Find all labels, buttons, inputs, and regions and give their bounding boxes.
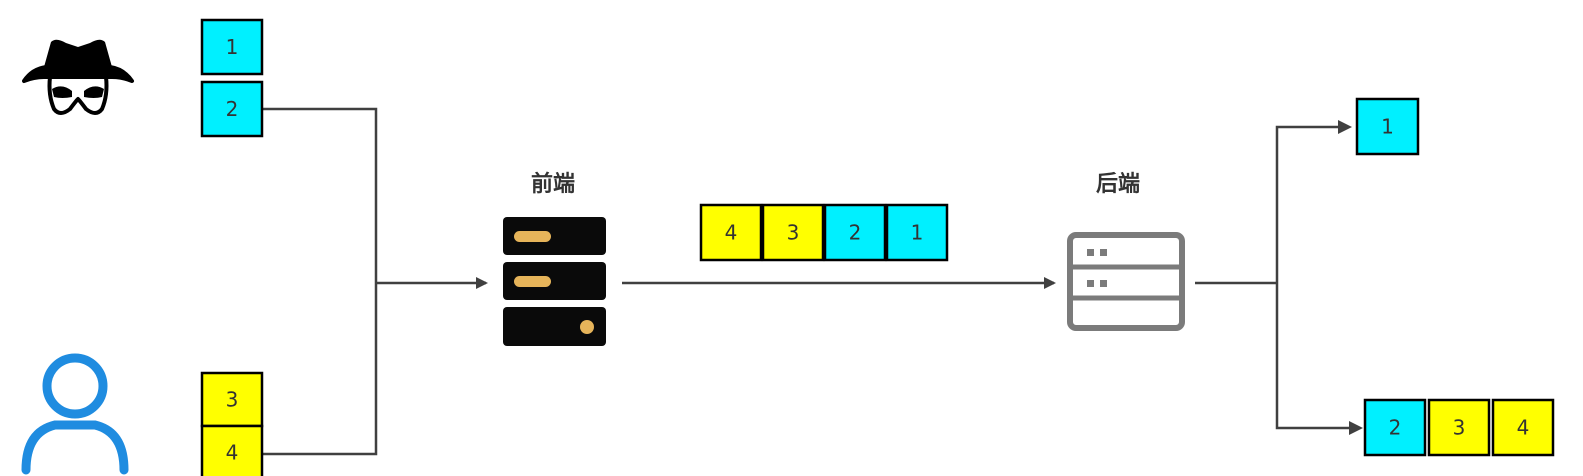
spy-icon [22, 39, 134, 115]
packet-box [1491, 398, 1555, 457]
pipeline-packet: 4 [699, 203, 763, 262]
packet-number: 4 [226, 441, 239, 465]
packet-number: 2 [1389, 416, 1402, 440]
pipeline-packets: 4 3 2 1 [699, 203, 949, 262]
packet-number: 4 [1517, 416, 1530, 440]
user-packets: 34 [200, 371, 264, 476]
frontend-label: 前端 [531, 171, 575, 197]
packet-number: 1 [1381, 115, 1394, 139]
pipeline-packet: 1 [885, 203, 949, 262]
packet-number: 4 [725, 221, 738, 245]
packet-box [200, 424, 264, 476]
output-packet: 3 [1427, 398, 1491, 457]
packet-number: 2 [226, 97, 239, 121]
backend-label: 后端 [1096, 172, 1140, 197]
packet-box [885, 203, 949, 262]
output-packet: 1 [1355, 97, 1420, 156]
user-packet: 4 [200, 424, 264, 476]
packet-box [1427, 398, 1491, 457]
server-outline-icon [1067, 232, 1185, 331]
packet-number: 3 [1453, 416, 1466, 440]
output-bottom-packets: 2 3 4 [1363, 398, 1555, 457]
server-dark-icon [503, 217, 606, 346]
output-packet: 4 [1491, 398, 1555, 457]
packet-box [200, 18, 264, 76]
output-top-packets: 1 [1355, 97, 1420, 156]
pipeline-packet: 2 [823, 203, 887, 262]
packet-number: 1 [911, 221, 924, 245]
user-packet: 3 [200, 371, 264, 428]
packet-number: 3 [226, 388, 239, 412]
packet-box [1355, 97, 1420, 156]
packet-number: 2 [849, 221, 862, 245]
packet-box [761, 203, 825, 262]
packet-number: 1 [226, 35, 239, 59]
output-packet: 2 [1363, 398, 1427, 457]
attacker-packet: 1 [200, 18, 264, 76]
packet-box [1363, 398, 1427, 457]
attacker-packet: 2 [200, 80, 264, 138]
pipeline-packet: 3 [761, 203, 825, 262]
packet-box [823, 203, 887, 262]
packet-box [699, 203, 763, 262]
user-icon [21, 353, 129, 475]
packet-box [200, 80, 264, 138]
connector-lines [263, 107, 1363, 456]
attacker-packets: 12 [200, 18, 264, 138]
packet-number: 3 [787, 221, 800, 245]
